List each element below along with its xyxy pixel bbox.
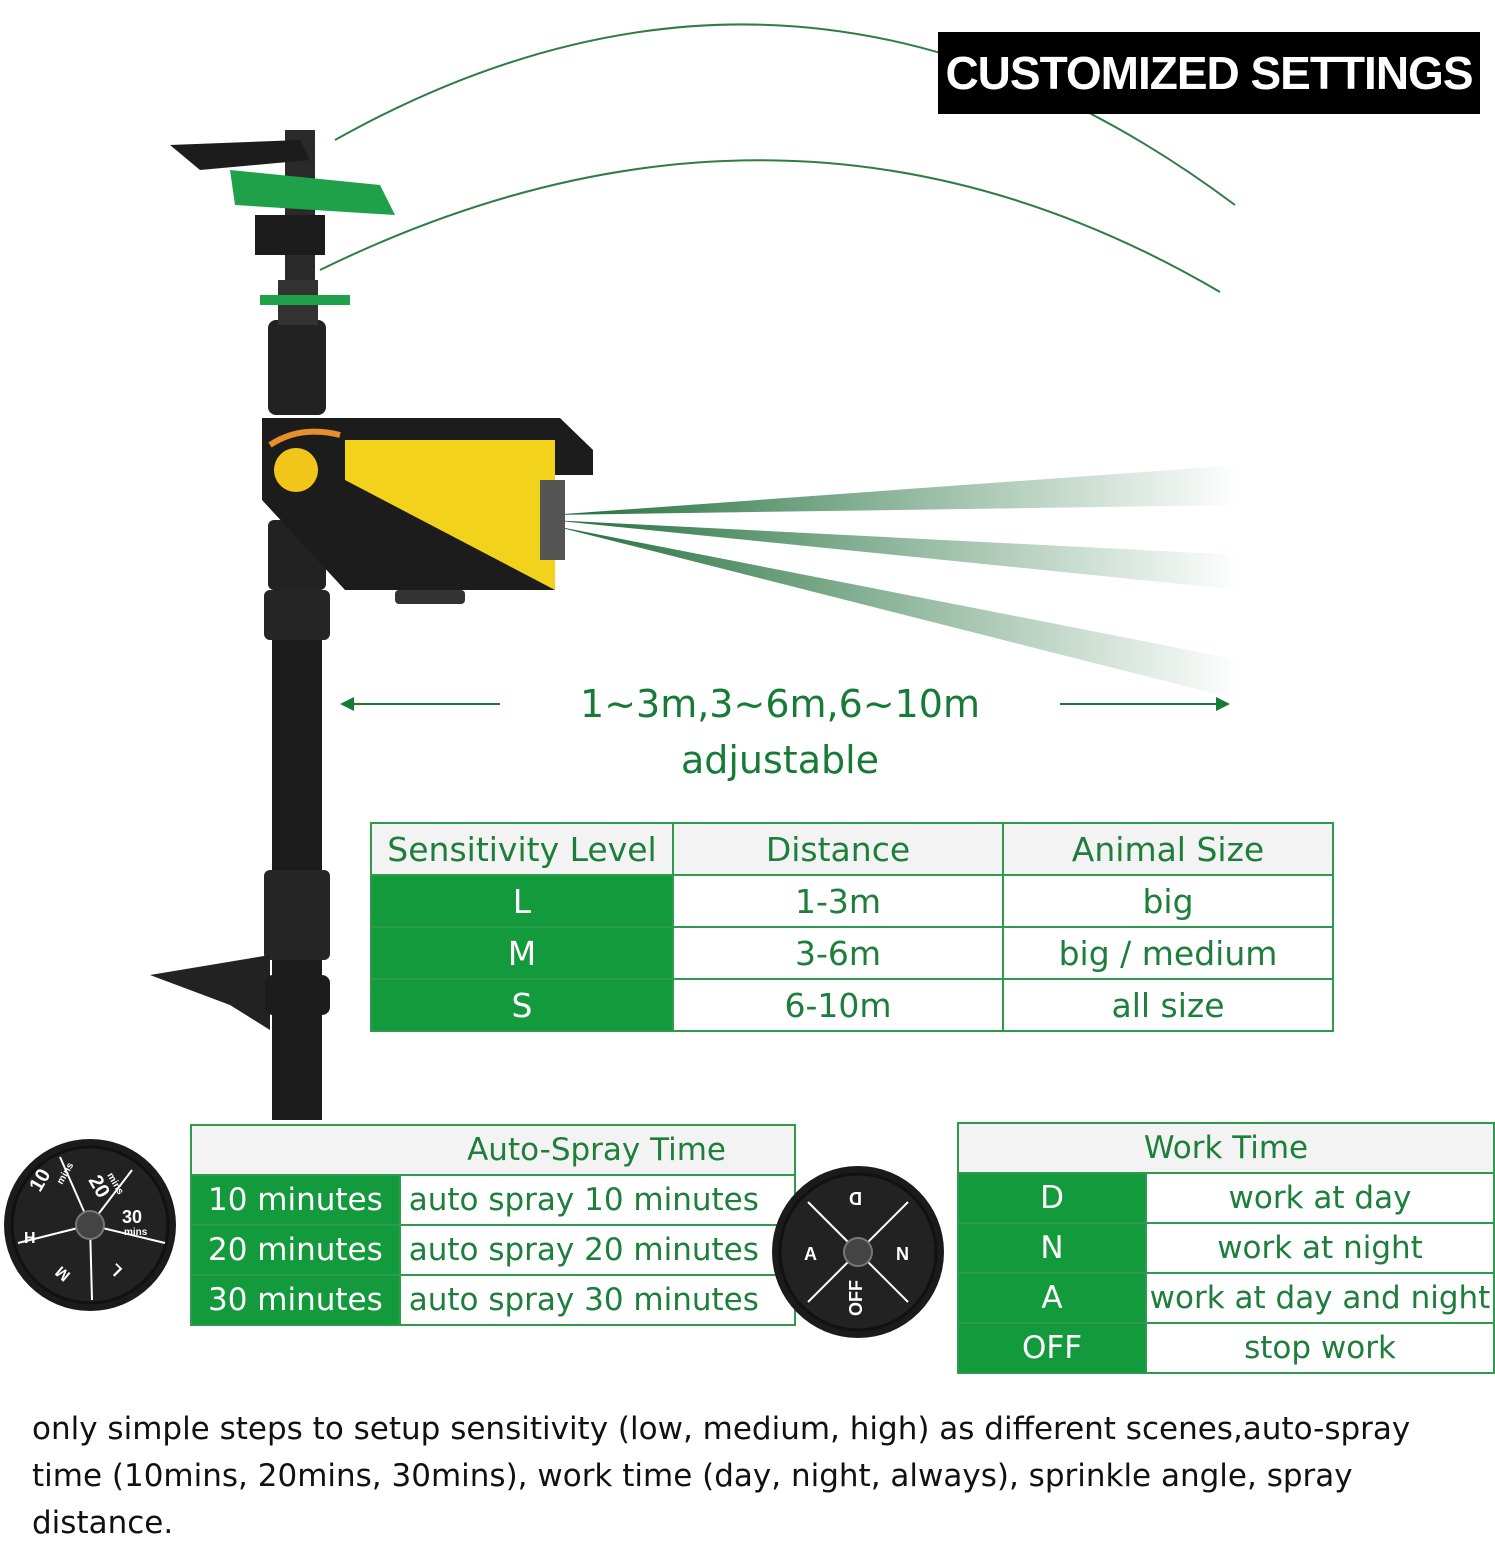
sensor-beam-1 <box>550 465 1240 515</box>
spray-description-cell: auto spray 30 minutes <box>398 1274 797 1326</box>
dial-label: A <box>804 1244 817 1264</box>
header-work-time: Work Time <box>957 1122 1495 1174</box>
work-time-table: Work Time D work at day N work at night … <box>957 1122 1495 1374</box>
sensitivity-table: Sensitivity Level Distance Animal Size L… <box>370 822 1334 1032</box>
range-indicator: 1~3m,3~6m,6~10m adjustable <box>340 676 1230 788</box>
work-mode-cell: A <box>957 1272 1147 1324</box>
table-row: L 1-3m big <box>370 874 1334 928</box>
table-row: A work at day and night <box>957 1272 1495 1324</box>
size-cell: big <box>1002 874 1334 928</box>
section-title-badge: CUSTOMIZED SETTINGS <box>938 32 1480 114</box>
level-cell: M <box>370 926 674 980</box>
spray-option-cell: 30 minutes <box>190 1274 401 1326</box>
header-distance: Distance <box>672 822 1004 876</box>
spray-option-cell: 20 minutes <box>190 1224 401 1276</box>
distance-cell: 3-6m <box>672 926 1004 980</box>
work-description-cell: work at day <box>1145 1172 1495 1224</box>
header-animal-size: Animal Size <box>1002 822 1334 876</box>
level-cell: L <box>370 874 674 928</box>
spray-description-cell: auto spray 10 minutes <box>398 1174 797 1226</box>
spray-option-cell: 10 minutes <box>190 1174 401 1226</box>
spray-arc-outer <box>334 23 1236 206</box>
header-sensitivity-level: Sensitivity Level <box>370 822 674 876</box>
table-row: 20 minutes auto spray 20 minutes <box>190 1224 797 1276</box>
table-row: D work at day <box>957 1172 1495 1224</box>
dial-label: mins <box>124 1227 148 1238</box>
level-cell: S <box>370 978 674 1032</box>
work-mode-cell: N <box>957 1222 1147 1274</box>
distance-cell: 1-3m <box>672 874 1004 928</box>
table-row: 10 minutes auto spray 10 minutes <box>190 1174 797 1226</box>
spray-description-cell: auto spray 20 minutes <box>398 1224 797 1276</box>
work-description-cell: work at night <box>1145 1222 1495 1274</box>
dial-label: D <box>849 1188 862 1208</box>
table-row: 30 minutes auto spray 30 minutes <box>190 1274 797 1326</box>
dial-label: H <box>24 1230 36 1247</box>
work-time-dial: D N A OFF <box>772 1166 944 1338</box>
distance-cell: 6-10m <box>672 978 1004 1032</box>
work-description-cell: stop work <box>1145 1322 1495 1374</box>
sensor-beam-2 <box>550 520 1240 590</box>
range-label: 1~3m,3~6m,6~10m adjustable <box>500 676 1060 788</box>
size-cell: big / medium <box>1002 926 1334 980</box>
spray-arc-inner <box>319 159 1221 293</box>
sprinkler-illustration <box>150 23 1240 1120</box>
work-mode-cell: D <box>957 1172 1147 1224</box>
footer-description: only simple steps to setup sensitivity (… <box>32 1411 1411 1541</box>
sensor-beam-3 <box>550 525 1240 700</box>
header-auto-spray-time: Auto-Spray Time <box>190 1124 796 1176</box>
table-row: M 3-6m big / medium <box>370 926 1334 980</box>
auto-spray-table: Auto-Spray Time 10 minutes auto spray 10… <box>190 1124 797 1326</box>
dial-label: 30 <box>122 1207 142 1227</box>
table-row: N work at night <box>957 1222 1495 1274</box>
dial-label: OFF <box>846 1280 866 1316</box>
work-description-cell: work at day and night <box>1145 1272 1495 1324</box>
dial-label: N <box>896 1244 909 1264</box>
table-row: S 6-10m all size <box>370 978 1334 1032</box>
table-row: OFF stop work <box>957 1322 1495 1374</box>
spray-time-dial: 10 mins 20 mins 30 mins H M L <box>4 1139 176 1311</box>
size-cell: all size <box>1002 978 1334 1032</box>
work-mode-cell: OFF <box>957 1322 1147 1374</box>
